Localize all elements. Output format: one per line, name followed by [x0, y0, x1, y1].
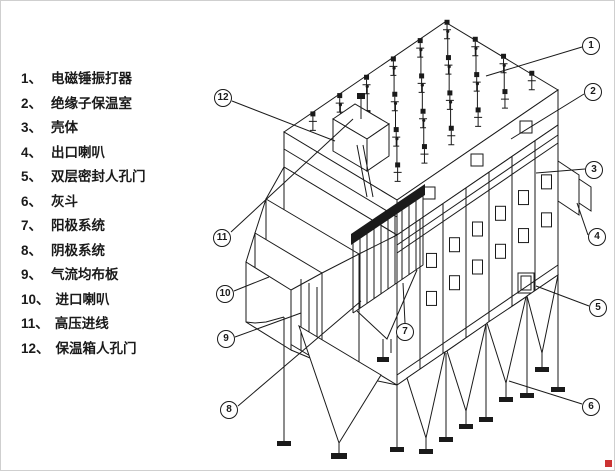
support-legs	[277, 275, 565, 452]
shell-bays	[419, 140, 552, 370]
legend-item-number: 3、	[21, 120, 43, 136]
legend-item-number: 8、	[21, 242, 43, 258]
legend-item: 9、气流均布板	[21, 261, 146, 286]
manhole-door	[517, 272, 535, 294]
callout-circle-6: 6	[582, 398, 600, 416]
legend-item: 11、高压进线	[21, 310, 146, 335]
legend-item-number: 7、	[21, 218, 43, 234]
legend-item-number: 1、	[21, 71, 43, 87]
legend-item-number: 2、	[21, 95, 43, 111]
legend-item-label: 气流均布板	[51, 267, 119, 283]
legend-item-number: 6、	[21, 193, 43, 209]
legend-item-number: 10、	[21, 291, 50, 307]
callout-circle-9: 9	[217, 330, 235, 348]
insulator-box	[332, 93, 390, 198]
figure-legend: 1、电磁锤振打器 2、绝缘子保温室 3、壳体 4、出口喇叭 5、双层密封人孔门 …	[21, 65, 146, 359]
legend-item-label: 进口喇叭	[55, 291, 110, 307]
legend-item-label: 保温箱人孔门	[55, 340, 137, 356]
callout-circle-8: 8	[220, 401, 238, 419]
legend-item-label: 灰斗	[51, 193, 78, 209]
legend-item-number: 9、	[21, 267, 43, 283]
legend-item-number: 4、	[21, 144, 43, 160]
callout-circle-7: 7	[396, 323, 414, 341]
legend-item: 6、灰斗	[21, 188, 146, 213]
legend-item: 3、壳体	[21, 114, 146, 139]
legend-item-number: 11、	[21, 316, 49, 332]
callout-circle-5: 5	[589, 299, 607, 317]
legend-item-label: 电磁锤振打器	[51, 71, 132, 87]
callout-circle-2: 2	[584, 83, 602, 101]
callout-leader-lines	[230, 46, 590, 407]
legend-item: 1、电磁锤振打器	[21, 65, 146, 90]
callout-circle-1: 1	[582, 37, 600, 55]
legend-item-label: 高压进线	[54, 316, 109, 332]
callout-circle-4: 4	[588, 228, 606, 246]
callout-circle-3: 3	[585, 161, 603, 179]
legend-item: 4、出口喇叭	[21, 139, 146, 164]
legend-item-number: 5、	[21, 169, 43, 185]
legend-item-label: 阳极系统	[51, 218, 105, 234]
ash-hoppers	[298, 273, 559, 459]
legend-item: 10、进口喇叭	[21, 286, 146, 311]
legend-item: 8、阴极系统	[21, 237, 146, 262]
legend-item-label: 出口喇叭	[51, 144, 105, 160]
legend-item-label: 双层密封人孔门	[51, 169, 146, 185]
legend-item: 12、保温箱人孔门	[21, 335, 146, 360]
legend-item-label: 绝缘子保温室	[51, 95, 132, 111]
legend-item: 2、绝缘子保温室	[21, 90, 146, 115]
electrode-systems-cutaway	[351, 184, 425, 362]
callout-circle-12: 12	[214, 89, 232, 107]
legend-item-label: 阴极系统	[51, 242, 105, 258]
legend-item-label: 壳体	[51, 120, 78, 136]
callout-circle-10: 10	[216, 285, 234, 303]
corner-mark	[605, 460, 612, 467]
legend-item: 7、阳极系统	[21, 212, 146, 237]
legend-item-number: 12、	[21, 340, 50, 356]
legend-item: 5、双层密封人孔门	[21, 163, 146, 188]
callout-circle-11: 11	[213, 229, 231, 247]
